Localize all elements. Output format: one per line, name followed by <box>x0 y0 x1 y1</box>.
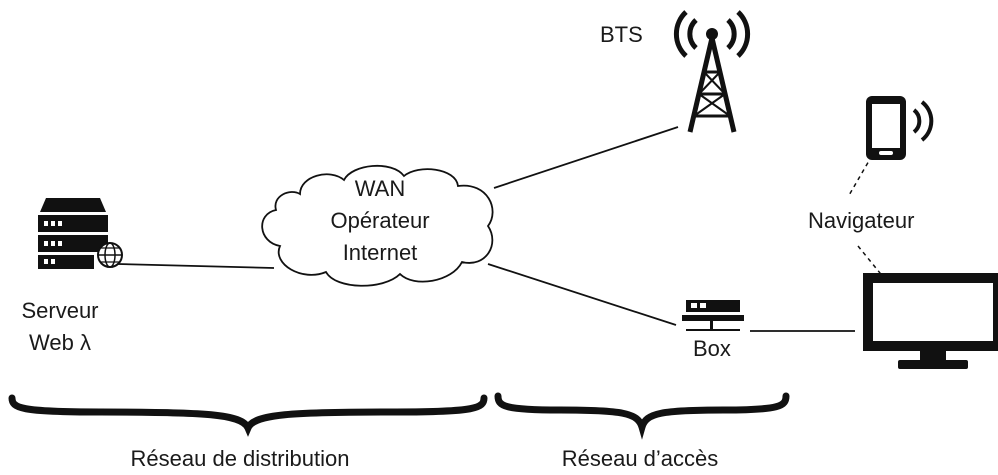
link-server-cloud <box>117 263 275 269</box>
server-icon <box>38 198 108 269</box>
antenna-tower-icon <box>673 10 751 133</box>
cloud-label-line3: Internet <box>342 240 418 265</box>
globe-icon <box>97 242 123 268</box>
cloud-icon <box>261 164 494 287</box>
bts-label: BTS <box>600 22 643 47</box>
brace-icon <box>8 394 488 437</box>
box-label: Box <box>693 336 731 361</box>
link-cloud-box <box>487 263 677 326</box>
link-phone-monitor-wireless <box>847 127 889 198</box>
access-network-label: Réseau d’accès <box>561 446 719 471</box>
cloud-label-line1: WAN <box>354 176 406 201</box>
server-label-line1: Serveur <box>21 298 99 323</box>
monitor-icon <box>863 273 998 369</box>
navigator-label: Navigateur <box>806 208 917 235</box>
server-label-line2: Web λ <box>29 330 91 355</box>
link-cloud-bts <box>493 126 679 189</box>
router-box-icon <box>682 300 744 331</box>
distribution-network-label: Réseau de distribution <box>130 446 350 471</box>
brace-icon <box>494 392 790 440</box>
smartphone-icon <box>866 96 934 160</box>
cloud-label-line2: Opérateur <box>330 208 430 233</box>
